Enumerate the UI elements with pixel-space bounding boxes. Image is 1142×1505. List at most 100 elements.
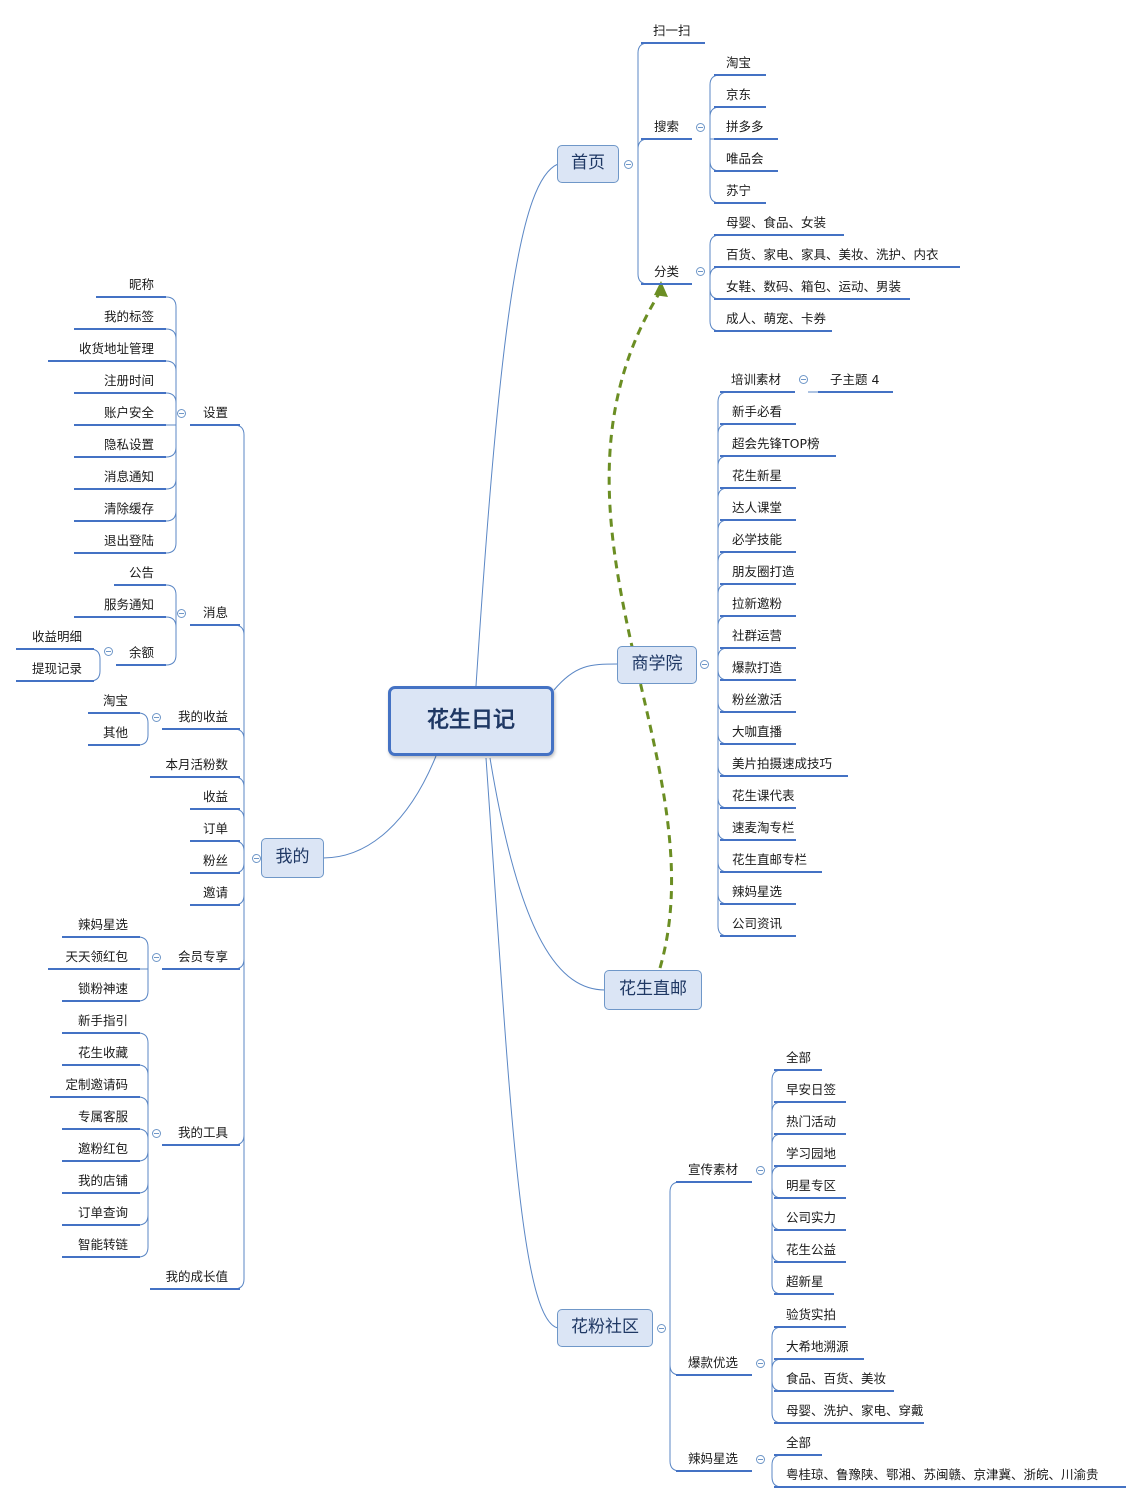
settings-item-4[interactable]: 账户安全 [103, 405, 154, 420]
home-collapse-toggle[interactable] [623, 159, 633, 169]
search-item-2[interactable]: 拼多多 [726, 119, 764, 134]
topic-mine[interactable]: 我的 [261, 838, 324, 878]
promo-item-1[interactable]: 早安日签 [786, 1082, 837, 1097]
mama-item-0[interactable]: 全部 [786, 1435, 812, 1450]
hot-item-0[interactable]: 验货实拍 [786, 1307, 837, 1322]
promo-item-6[interactable]: 花生公益 [786, 1242, 837, 1257]
settings-item-1[interactable]: 我的标签 [103, 309, 154, 324]
mine-simple-3[interactable]: 粉丝 [202, 853, 228, 868]
category-item-3[interactable]: 成人、萌宠、卡券 [726, 311, 827, 326]
tools-item-5[interactable]: 我的店铺 [77, 1173, 128, 1188]
topic-mail[interactable]: 花生直邮 [604, 970, 702, 1010]
category-item-1[interactable]: 百货、家电、家具、美妆、洗护、内衣 [726, 247, 939, 262]
mine-settings-collapse-toggle[interactable] [176, 408, 186, 418]
settings-item-6[interactable]: 消息通知 [103, 469, 154, 484]
earnings-item-1[interactable]: 其他 [102, 725, 128, 740]
tools-item-2[interactable]: 定制邀请码 [65, 1077, 128, 1092]
academy-item-15[interactable]: 辣妈星选 [732, 884, 783, 899]
community-promo-collapse-toggle[interactable] [755, 1165, 765, 1175]
messages-item-1[interactable]: 服务通知 [103, 597, 154, 612]
academy-item-9[interactable]: 粉丝激活 [732, 692, 783, 707]
community-hot-collapse-toggle[interactable] [755, 1358, 765, 1368]
academy-collapse-toggle[interactable] [699, 659, 709, 669]
mine-tools[interactable]: 我的工具 [177, 1125, 228, 1140]
academy-item-3[interactable]: 达人课堂 [732, 500, 783, 515]
mine-vip-collapse-toggle[interactable] [151, 952, 161, 962]
mine-simple-2[interactable]: 订单 [202, 821, 228, 836]
settings-item-0[interactable]: 昵称 [128, 277, 154, 292]
academy-item-2[interactable]: 花生新星 [732, 468, 783, 483]
hot-item-3[interactable]: 母婴、洗护、家电、穿戴 [786, 1403, 924, 1418]
academy-item-8[interactable]: 爆款打造 [732, 660, 783, 675]
community-promo[interactable]: 宣传素材 [688, 1162, 739, 1177]
academy-item-13[interactable]: 速麦淘专栏 [732, 820, 795, 835]
mine-tools-collapse-toggle[interactable] [151, 1128, 161, 1138]
academy-item-7[interactable]: 社群运营 [732, 628, 783, 643]
promo-item-5[interactable]: 公司实力 [786, 1210, 837, 1225]
academy-item-4[interactable]: 必学技能 [732, 532, 783, 547]
settings-item-3[interactable]: 注册时间 [103, 373, 154, 388]
search-item-4[interactable]: 苏宁 [726, 183, 752, 198]
mine-messages-collapse-toggle[interactable] [176, 608, 186, 618]
academy-training-collapse-toggle[interactable] [798, 374, 808, 384]
settings-item-5[interactable]: 隐私设置 [103, 437, 154, 452]
hot-item-2[interactable]: 食品、百货、美妆 [786, 1371, 887, 1386]
messages-item-0[interactable]: 公告 [128, 565, 154, 580]
mama-item-1[interactable]: 粤桂琼、鲁豫陕、鄂湘、苏闽赣、京津冀、浙皖、川渝贵 [786, 1467, 1099, 1482]
community-mama[interactable]: 辣妈星选 [688, 1451, 739, 1466]
balance-item-0[interactable]: 收益明细 [31, 629, 82, 644]
academy-item-1[interactable]: 超会先锋TOP榜 [732, 436, 820, 451]
settings-item-7[interactable]: 清除缓存 [103, 501, 154, 516]
training-child[interactable]: 子主题 4 [830, 372, 880, 387]
messages-balance-collapse-toggle[interactable] [103, 646, 113, 656]
topic-community[interactable]: 花粉社区 [557, 1309, 653, 1347]
mine-simple-1[interactable]: 收益 [202, 789, 228, 804]
tools-item-3[interactable]: 专属客服 [77, 1109, 128, 1124]
academy-item-11[interactable]: 美片拍摄速成技巧 [732, 756, 833, 771]
academy-item-12[interactable]: 花生课代表 [732, 788, 795, 803]
community-mama-collapse-toggle[interactable] [755, 1454, 765, 1464]
home-category-collapse-toggle[interactable] [695, 266, 705, 276]
tools-item-0[interactable]: 新手指引 [77, 1013, 128, 1028]
mine-settings[interactable]: 设置 [202, 405, 228, 420]
mine-collapse-toggle[interactable] [251, 853, 261, 863]
search-item-3[interactable]: 唯品会 [726, 151, 764, 166]
mine-earnings-collapse-toggle[interactable] [151, 712, 161, 722]
promo-item-4[interactable]: 明星专区 [786, 1178, 837, 1193]
settings-item-2[interactable]: 收货地址管理 [78, 341, 154, 356]
mine-messages[interactable]: 消息 [202, 605, 228, 620]
academy-item-0[interactable]: 新手必看 [732, 404, 783, 419]
topic-academy[interactable]: 商学院 [617, 646, 697, 684]
balance-item-1[interactable]: 提现记录 [31, 661, 82, 676]
academy-item-14[interactable]: 花生直邮专栏 [732, 852, 808, 867]
home-category[interactable]: 分类 [654, 264, 680, 279]
academy-item-5[interactable]: 朋友圈打造 [732, 564, 795, 579]
hot-item-1[interactable]: 大希地溯源 [786, 1339, 849, 1354]
home-search-collapse-toggle[interactable] [695, 122, 705, 132]
academy-training[interactable]: 培训素材 [731, 372, 782, 387]
mine-vip[interactable]: 会员专享 [177, 949, 228, 964]
vip-item-1[interactable]: 天天领红包 [65, 949, 128, 964]
mine-earnings[interactable]: 我的收益 [177, 709, 228, 724]
search-item-0[interactable]: 淘宝 [726, 55, 752, 70]
mine-simple-4[interactable]: 邀请 [202, 885, 228, 900]
community-collapse-toggle[interactable] [656, 1323, 666, 1333]
mine-growth[interactable]: 我的成长值 [165, 1269, 228, 1284]
vip-item-0[interactable]: 辣妈星选 [77, 917, 128, 932]
tools-item-6[interactable]: 订单查询 [77, 1205, 128, 1220]
community-hot[interactable]: 爆款优选 [688, 1355, 739, 1370]
home-search[interactable]: 搜索 [654, 119, 680, 134]
search-item-1[interactable]: 京东 [726, 87, 752, 102]
promo-item-3[interactable]: 学习园地 [786, 1146, 837, 1161]
tools-item-1[interactable]: 花生收藏 [77, 1045, 128, 1060]
tools-item-4[interactable]: 邀粉红包 [77, 1141, 128, 1156]
mine-simple-0[interactable]: 本月活粉数 [165, 757, 228, 772]
academy-item-10[interactable]: 大咖直播 [732, 724, 783, 739]
promo-item-2[interactable]: 热门活动 [786, 1114, 837, 1129]
earnings-item-0[interactable]: 淘宝 [102, 693, 128, 708]
tools-item-7[interactable]: 智能转链 [77, 1237, 128, 1252]
promo-item-0[interactable]: 全部 [786, 1050, 812, 1065]
category-item-0[interactable]: 母婴、食品、女装 [726, 215, 827, 230]
promo-item-7[interactable]: 超新星 [786, 1274, 824, 1289]
academy-item-16[interactable]: 公司资讯 [732, 916, 783, 931]
